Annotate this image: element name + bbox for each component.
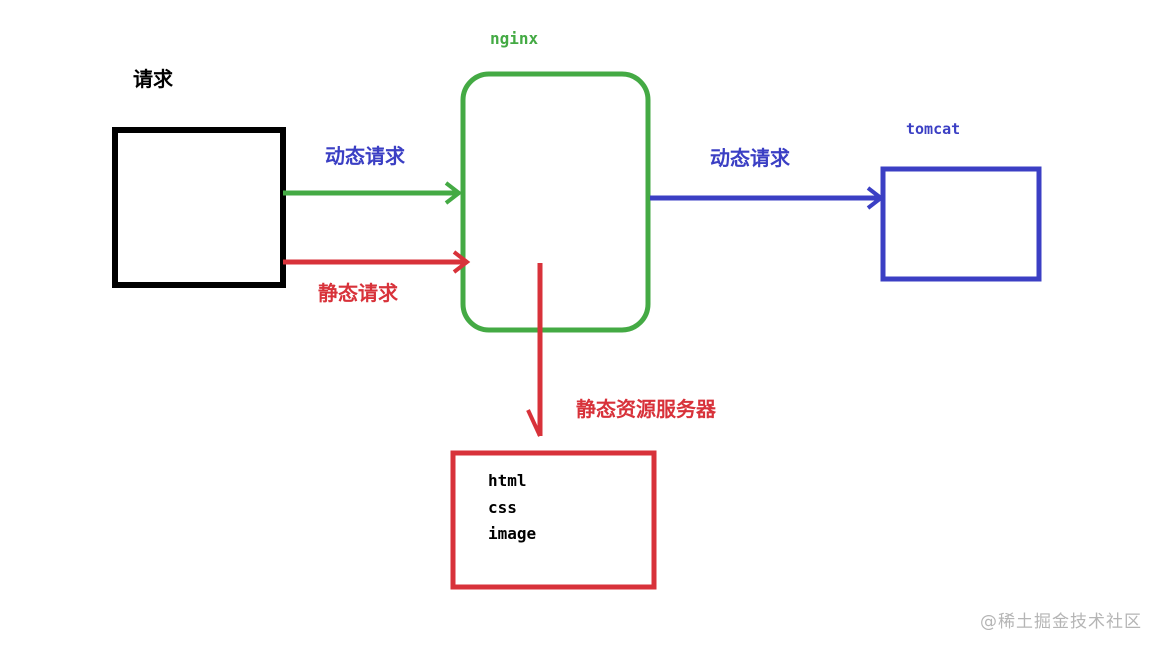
static-request-arrowhead: [452, 250, 471, 274]
tomcat-arrowhead: [866, 186, 885, 210]
tomcat-label: tomcat: [906, 120, 960, 138]
nginx-box: [460, 71, 651, 333]
nginx-label: nginx: [490, 29, 539, 48]
dynamic-request-label-left: 动态请求: [325, 144, 406, 168]
static-server-label: 静态资源服务器: [576, 397, 717, 421]
static-file-image: image: [488, 524, 536, 543]
dynamic-request-arrowhead: [444, 181, 463, 205]
dynamic-request-label-right: 动态请求: [710, 146, 791, 170]
static-server-box: [450, 450, 657, 590]
static-request-label: 静态请求: [318, 281, 399, 305]
tomcat-box: [880, 166, 1042, 282]
client-box: [112, 127, 286, 288]
watermark: @稀土掘金技术社区: [980, 612, 1142, 632]
static-server-arrowhead: [526, 409, 542, 437]
static-file-html: html: [488, 471, 527, 490]
static-file-css: css: [488, 498, 517, 517]
request-label: 请求: [133, 67, 174, 91]
